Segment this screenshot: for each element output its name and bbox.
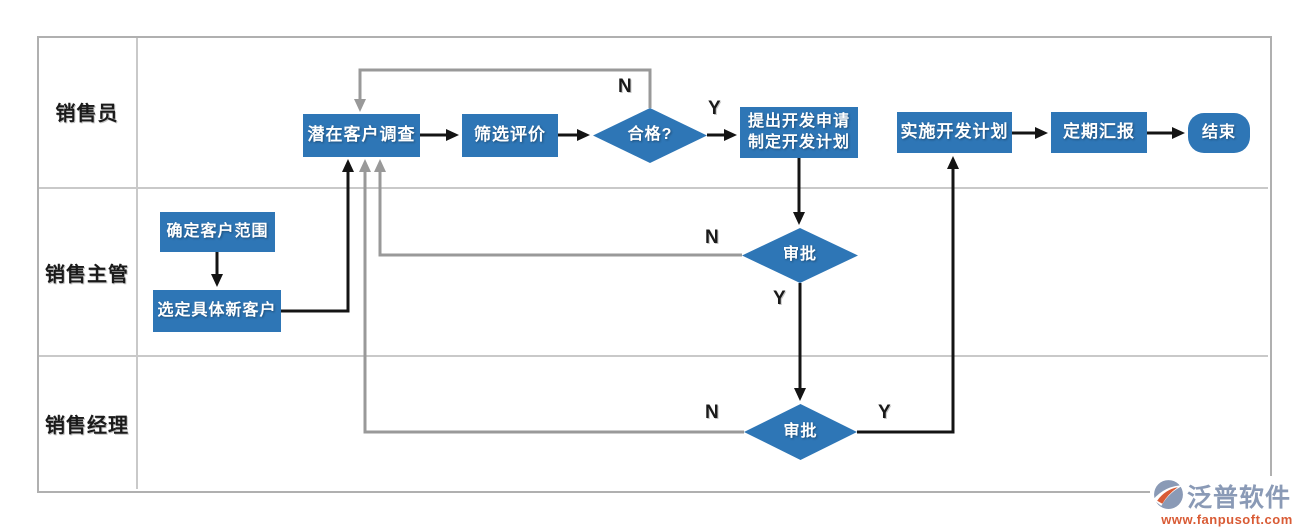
edge-qualified-n-to-survey — [354, 68, 652, 112]
label-approve2-n: N — [705, 402, 719, 423]
node-select-new-customers: 选定具体新客户 — [153, 290, 281, 332]
lane-label-sales-supervisor: 销售主管 — [45, 263, 129, 286]
node-define-customer-scope: 确定客户范围 — [160, 212, 275, 252]
label-qualified-n: N — [618, 76, 632, 97]
lane-divider-1 — [39, 187, 1268, 189]
node-periodic-report: 定期汇报 — [1051, 112, 1147, 153]
fanpu-brand-text: 泛普软件 — [1187, 484, 1292, 512]
node-end: 结束 — [1188, 113, 1250, 153]
node-development-proposal-line1: 提出开发申请 — [747, 112, 850, 130]
label-approve1-y: Y — [773, 288, 786, 309]
lane-divider-2 — [39, 355, 1268, 357]
node-development-proposal-line2: 制定开发计划 — [747, 133, 850, 151]
node-potential-customer-survey: 潜在客户调查 — [303, 114, 420, 157]
node-development-proposal: 提出开发申请 制定开发计划 — [740, 107, 858, 158]
label-approve1-n: N — [705, 227, 719, 248]
lane-column-divider — [136, 38, 138, 489]
node-implement-plan: 实施开发计划 — [897, 112, 1012, 153]
fanpu-logo: 泛普软件 www.fanpusoft.com — [1150, 476, 1296, 528]
edge-select-to-survey — [281, 159, 354, 313]
lane-label-sales-manager: 销售经理 — [45, 414, 129, 437]
edge-approve2-y-to-implement — [857, 156, 959, 434]
fanpu-website-url: www.fanpusoft.com — [1161, 512, 1293, 527]
lane-label-salesperson: 销售员 — [55, 103, 119, 125]
node-screening-evaluation: 筛选评价 — [462, 114, 558, 157]
fanpu-logo-icon — [1153, 480, 1184, 509]
edge-approve1-n-to-survey — [374, 159, 742, 257]
label-qualified-y: Y — [708, 98, 721, 119]
label-approve2-y: Y — [878, 402, 891, 423]
edge-approve2-n-to-survey — [359, 159, 744, 434]
